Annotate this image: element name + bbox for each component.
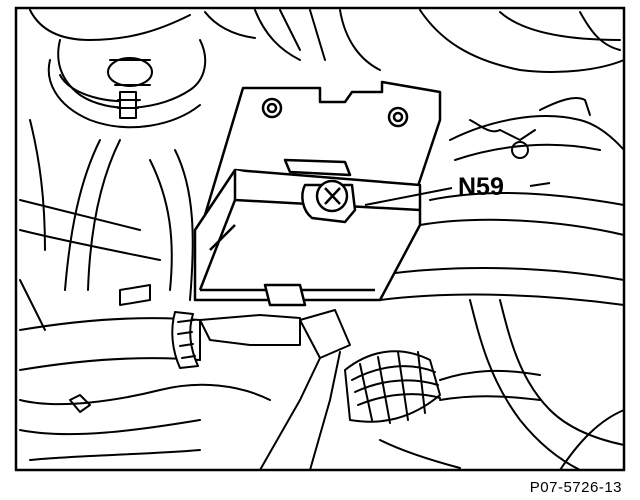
callout-label: N59 — [458, 173, 504, 201]
hose-clamp — [171, 311, 199, 369]
callout-tick — [529, 182, 551, 187]
callout-leader-line — [364, 187, 453, 206]
background-components — [19, 9, 625, 471]
relay-module — [193, 80, 442, 307]
bolt-top-left — [119, 91, 137, 119]
figure-id: P07-5726-13 — [530, 479, 622, 496]
